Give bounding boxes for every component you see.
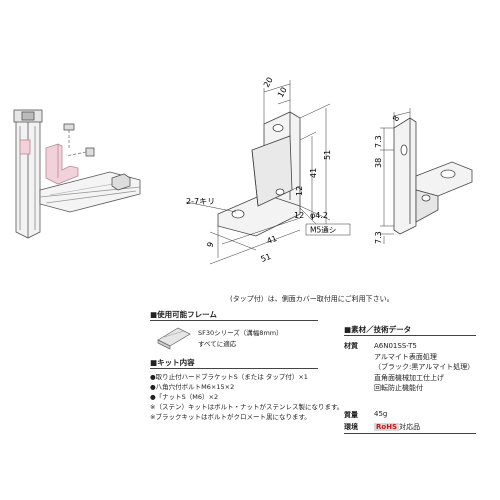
technical-drawing: 20 10 51 41 12 12 9 41 51 2-7キリ φ4.2 M5通… xyxy=(13,76,473,265)
assembly-illustration xyxy=(13,109,141,239)
kit-item-list: ●取り止付ハードブラケットS（または タップ付）×1 ●八角穴付ボルトM6×15… xyxy=(150,372,343,422)
environment-label: 環境 xyxy=(344,423,358,431)
m5-label-box xyxy=(305,223,351,236)
dim-12-vertical: 12 xyxy=(295,186,304,196)
side-dim-38: 38 xyxy=(374,158,383,168)
side-dimension-lines xyxy=(380,108,411,244)
kit-section-title: ■キット内容 xyxy=(150,358,195,367)
dim-41-horizontal: 41 xyxy=(266,234,279,246)
material-value-list: A6N01SS-T5 アルマイト表面処理 （ブラック:黒アルマイト処理） 直角面… xyxy=(374,341,474,394)
dim-12-horizontal: 12 xyxy=(294,211,304,220)
kit-section-rule xyxy=(150,368,318,369)
kit-item: ●八角穴付ボルトM6×15×2 xyxy=(150,383,235,391)
diameter-label: φ4.2 xyxy=(310,211,328,220)
rohs-badge: RoHS xyxy=(374,423,400,431)
frame-profile-thumbnail xyxy=(157,327,191,350)
material-line: 回転防止機能付 xyxy=(374,384,423,392)
bracket-side-view xyxy=(393,117,473,235)
dim-51-vertical: 51 xyxy=(323,150,332,160)
mass-label: 質量 xyxy=(344,411,358,419)
front-dimension-lines xyxy=(185,80,331,265)
dim-41-vertical: 41 xyxy=(309,168,318,178)
side-dim-8: 8 xyxy=(391,114,401,123)
bracket-front-view xyxy=(217,111,301,237)
side-dim-7-3-upper: 7.3 xyxy=(374,135,383,148)
dim-9: 9 xyxy=(205,241,215,249)
kit-item: ●「ナットS（M6）×2 xyxy=(150,393,219,401)
hole-label: 2-7キリ xyxy=(186,197,215,206)
material-label: 材質 xyxy=(344,342,358,350)
material-line: アルマイト表面処理 xyxy=(374,352,437,361)
material-line: A6N01SS-T5 xyxy=(374,342,417,350)
kit-note: ※（ステン）キットはボルト・ナットがステンレス製になります。 xyxy=(150,403,344,411)
dim-20: 20 xyxy=(262,76,275,89)
dim-10: 10 xyxy=(276,86,289,99)
dim-51-horizontal: 51 xyxy=(260,252,273,264)
kit-note: ※ブラックキットはボルトがクロメート黒になります。 xyxy=(150,413,311,421)
frame-section-title: ■使用可能フレーム xyxy=(150,310,217,319)
frame-section-rule xyxy=(150,320,318,321)
mass-value: 45g xyxy=(374,410,388,418)
tap-note: (タップ付）は、側面カバー取付用にご利用下さい。 xyxy=(230,295,394,303)
material-section-title: ■素材／技術データ xyxy=(344,325,412,334)
m5-label: M5通シ xyxy=(310,225,336,235)
material-section-rule xyxy=(344,335,476,336)
material-bottom-rule xyxy=(344,433,476,434)
material-line: （ブラック:黒アルマイト処理） xyxy=(374,363,475,371)
side-dim-7-3-lower: 7.3 xyxy=(374,231,383,244)
frame-series: SF30シリーズ（溝幅8mm） xyxy=(198,329,283,337)
rohs-suffix: 対応品 xyxy=(399,423,421,431)
material-line: 直角面機械加工仕上げ xyxy=(374,373,444,382)
frame-compat: すべてに適応 xyxy=(198,340,237,348)
kit-item: ●取り止付ハードブラケットS（または タップ付）×1 xyxy=(150,373,308,381)
